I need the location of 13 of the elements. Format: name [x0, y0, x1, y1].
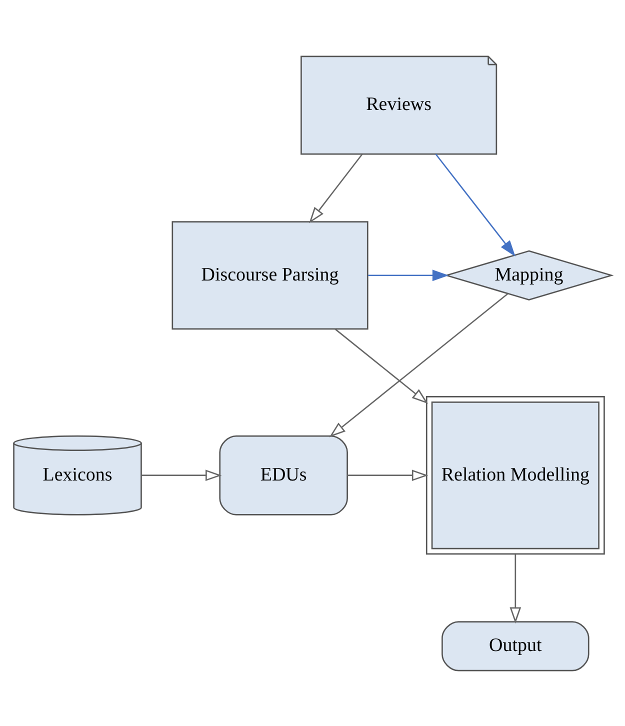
arrow — [142, 469, 222, 481]
node-box: Output — [442, 620, 590, 671]
arrow — [368, 269, 449, 281]
arrow — [334, 328, 428, 404]
arrow — [329, 292, 508, 437]
arrow — [347, 469, 428, 481]
arrow — [309, 153, 363, 223]
node-box: Discourse Parsing — [172, 220, 368, 330]
arrow — [435, 153, 516, 256]
node-box: EDUs — [219, 434, 348, 515]
node-diamond: Mapping — [444, 250, 614, 300]
node-box: Relation Modelling — [426, 396, 605, 554]
arrow — [510, 554, 522, 624]
